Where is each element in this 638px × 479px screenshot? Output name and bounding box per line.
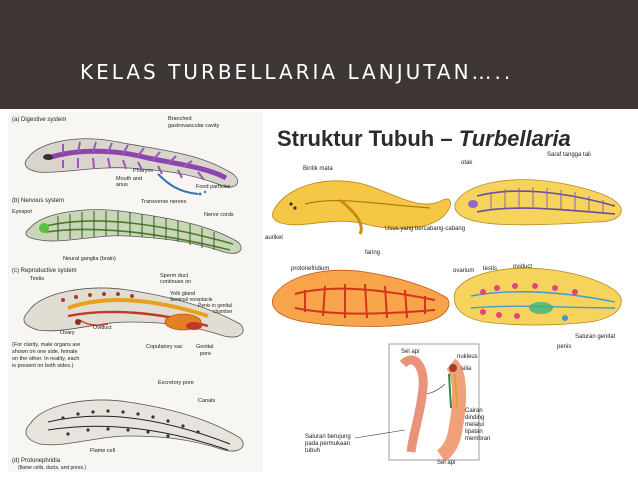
- label-oviduct-right: oviduct: [513, 264, 532, 270]
- figure-heading: Struktur Tubuh – Turbellaria: [277, 126, 571, 151]
- label-testis: Testis: [30, 276, 44, 282]
- label-bintik-mata: Bintik mata: [303, 166, 333, 172]
- section-digestive: (a) Digestive system: [12, 117, 66, 123]
- label-continues: continues on: [160, 279, 191, 285]
- label-saluran-genital: Saluran genital: [575, 334, 615, 340]
- label-sel-api-bottom: Sel api: [437, 460, 455, 466]
- section-reproductive: (c) Reproductive system: [12, 268, 77, 274]
- label-ovarium: ovarium: [453, 268, 474, 274]
- label-gonital: Gonital: [196, 344, 213, 350]
- label-usus: Usus yang bercabang-cabang: [385, 226, 465, 232]
- label-transverse: Transverse nerves: [141, 199, 187, 205]
- label-saluran-3: tubuh: [305, 448, 320, 454]
- label-excretory: Excretory pore: [158, 380, 194, 386]
- label-nerve-cords: Nerve cords: [204, 212, 234, 218]
- label-faring: faring: [365, 250, 380, 256]
- label-eyespot: Eyespot: [12, 209, 32, 215]
- label-canals: Canals: [198, 398, 215, 404]
- label-flame: Flame cell: [90, 448, 115, 454]
- label-protonefridium: protonefridium: [291, 266, 329, 272]
- label-saraf: Saraf tangga tali: [547, 152, 591, 158]
- label-pore: pore: [200, 351, 211, 357]
- label-branched: Branched: [168, 116, 192, 122]
- label-copulatory: Copulatory sac: [146, 344, 183, 350]
- label-clarity-3: on the other. In reality, each: [12, 356, 79, 362]
- label-lipatan: lipatan: [465, 429, 483, 435]
- label-ovary: Ovary: [60, 330, 75, 336]
- label-aurikel: aurikel: [265, 235, 283, 241]
- label-ganglia: Neural ganglia (brain): [63, 256, 116, 262]
- label-melalui: melalui: [465, 422, 484, 428]
- label-clarity-1: (For clarity, male organs are: [12, 342, 80, 348]
- label-penis: penis: [557, 344, 571, 350]
- label-clarity-4: is present on both sides.): [12, 363, 74, 369]
- section-protonephridia: (d) Protonephridia: [12, 458, 61, 464]
- label-chamber: chamber: [213, 309, 233, 315]
- title-bar: KELAS TURBELLARIA LANJUTAN…..: [0, 0, 638, 109]
- label-saluran-2: pada permukaan: [305, 441, 350, 447]
- section-nervous: (b) Nervous system: [12, 198, 64, 204]
- label-gastrovascular: gastrovascular cavity: [168, 123, 220, 129]
- label-saluran-1: Saluran berujung: [305, 434, 351, 440]
- label-dinding: dinding: [465, 415, 484, 421]
- slide-title: KELAS TURBELLARIA LANJUTAN…..: [80, 60, 513, 84]
- label-sel-api: Sel api: [401, 349, 419, 355]
- label-membran: membran: [465, 436, 490, 442]
- label-cairan: Cairan: [465, 408, 483, 414]
- label-otak: otak: [461, 160, 473, 166]
- label-anus: anus: [116, 182, 128, 188]
- label-silia: silia: [461, 366, 472, 372]
- label-clarity-2: shown on one side, female: [12, 349, 77, 355]
- label-oviduct: Oviduct: [93, 325, 112, 331]
- label-protonephridia-note: (flame cells, ducts, and pores.): [18, 465, 86, 471]
- label-food: Food particles: [196, 184, 231, 190]
- struktur-tubuh-figure: Struktur Tubuh – Turbellaria Bintik mata…: [265, 112, 628, 467]
- label-testis: testis: [483, 266, 497, 272]
- label-nukleus: nukleus: [457, 354, 478, 360]
- label-pharynx: Pharynx: [133, 168, 153, 174]
- flatworm-anatomy-figure: (a) Digestive system Branched gastrovasc…: [8, 112, 263, 472]
